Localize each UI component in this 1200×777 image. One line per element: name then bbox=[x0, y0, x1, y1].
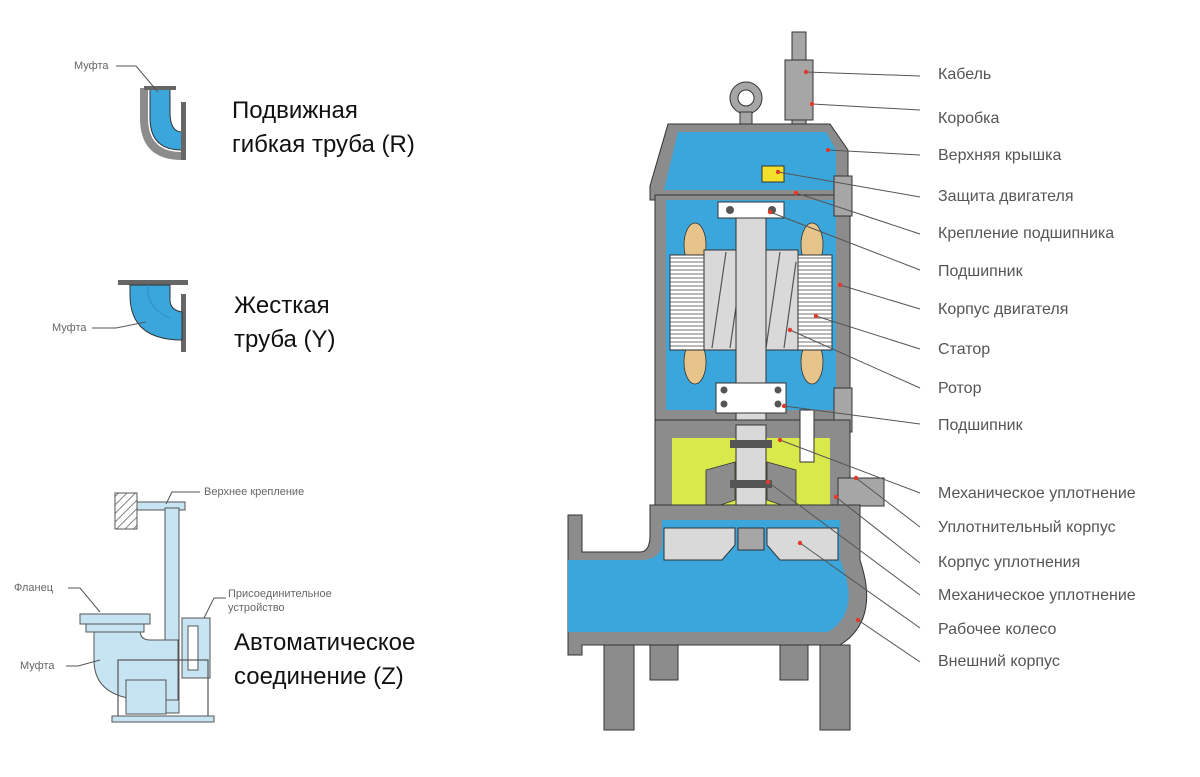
type-z-title-line2: соединение (Z) bbox=[234, 663, 404, 690]
type-y-coupling-label: Муфта bbox=[52, 322, 87, 334]
type-y-title-line2: труба (Y) bbox=[234, 326, 336, 353]
label-upper-bearing: Подшипник bbox=[938, 263, 1023, 280]
label-box: Коробка bbox=[938, 110, 1000, 127]
label-bearing-mount: Крепление подшипника bbox=[938, 225, 1115, 242]
type-r-title-line1: Подвижная bbox=[232, 97, 358, 124]
type-z-coupling-label: Муфта bbox=[20, 660, 55, 672]
label-rotor: Ротор bbox=[938, 380, 982, 397]
pump-leader-lines bbox=[767, 71, 921, 663]
type-r-title-line2: гибкая труба (R) bbox=[232, 131, 415, 158]
label-top-cover: Верхняя крышка bbox=[938, 147, 1062, 164]
type-z-connector-label-line2: устройство bbox=[228, 602, 285, 614]
type-z-title-line1: Автоматическое bbox=[234, 629, 416, 656]
label-impeller: Рабочее колесо bbox=[938, 621, 1057, 638]
label-cable: Кабель bbox=[938, 66, 992, 83]
label-motor-housing: Корпус двигателя bbox=[938, 301, 1069, 318]
label-motor-protection: Защита двигателя bbox=[938, 188, 1074, 205]
type-z-connector-label-line1: Присоединительное bbox=[228, 588, 332, 600]
label-mechanical-seal-lower: Механическое уплотнение bbox=[938, 587, 1136, 604]
pump-leader-dots bbox=[765, 69, 861, 623]
label-sealing-body: Уплотнительный корпус bbox=[938, 519, 1116, 536]
auto-coupling-illustration bbox=[66, 491, 226, 723]
label-mechanical-seal-upper: Механическое уплотнение bbox=[938, 485, 1136, 502]
label-seal-housing: Корпус уплотнения bbox=[938, 554, 1081, 571]
type-y-title-line1: Жесткая bbox=[234, 292, 330, 319]
label-lower-bearing: Подшипник bbox=[938, 417, 1023, 434]
type-z-flange-label: Фланец bbox=[14, 582, 54, 594]
submersible-pump-cutaway bbox=[567, 31, 885, 731]
type-z-top-mount-label: Верхнее крепление bbox=[204, 486, 305, 498]
type-r-coupling-label: Муфта bbox=[74, 60, 109, 72]
label-outer-casing: Внешний корпус bbox=[938, 653, 1060, 670]
rigid-pipe-illustration bbox=[92, 280, 188, 352]
flexible-pipe-illustration bbox=[116, 65, 186, 160]
label-stator: Статор bbox=[938, 341, 991, 358]
